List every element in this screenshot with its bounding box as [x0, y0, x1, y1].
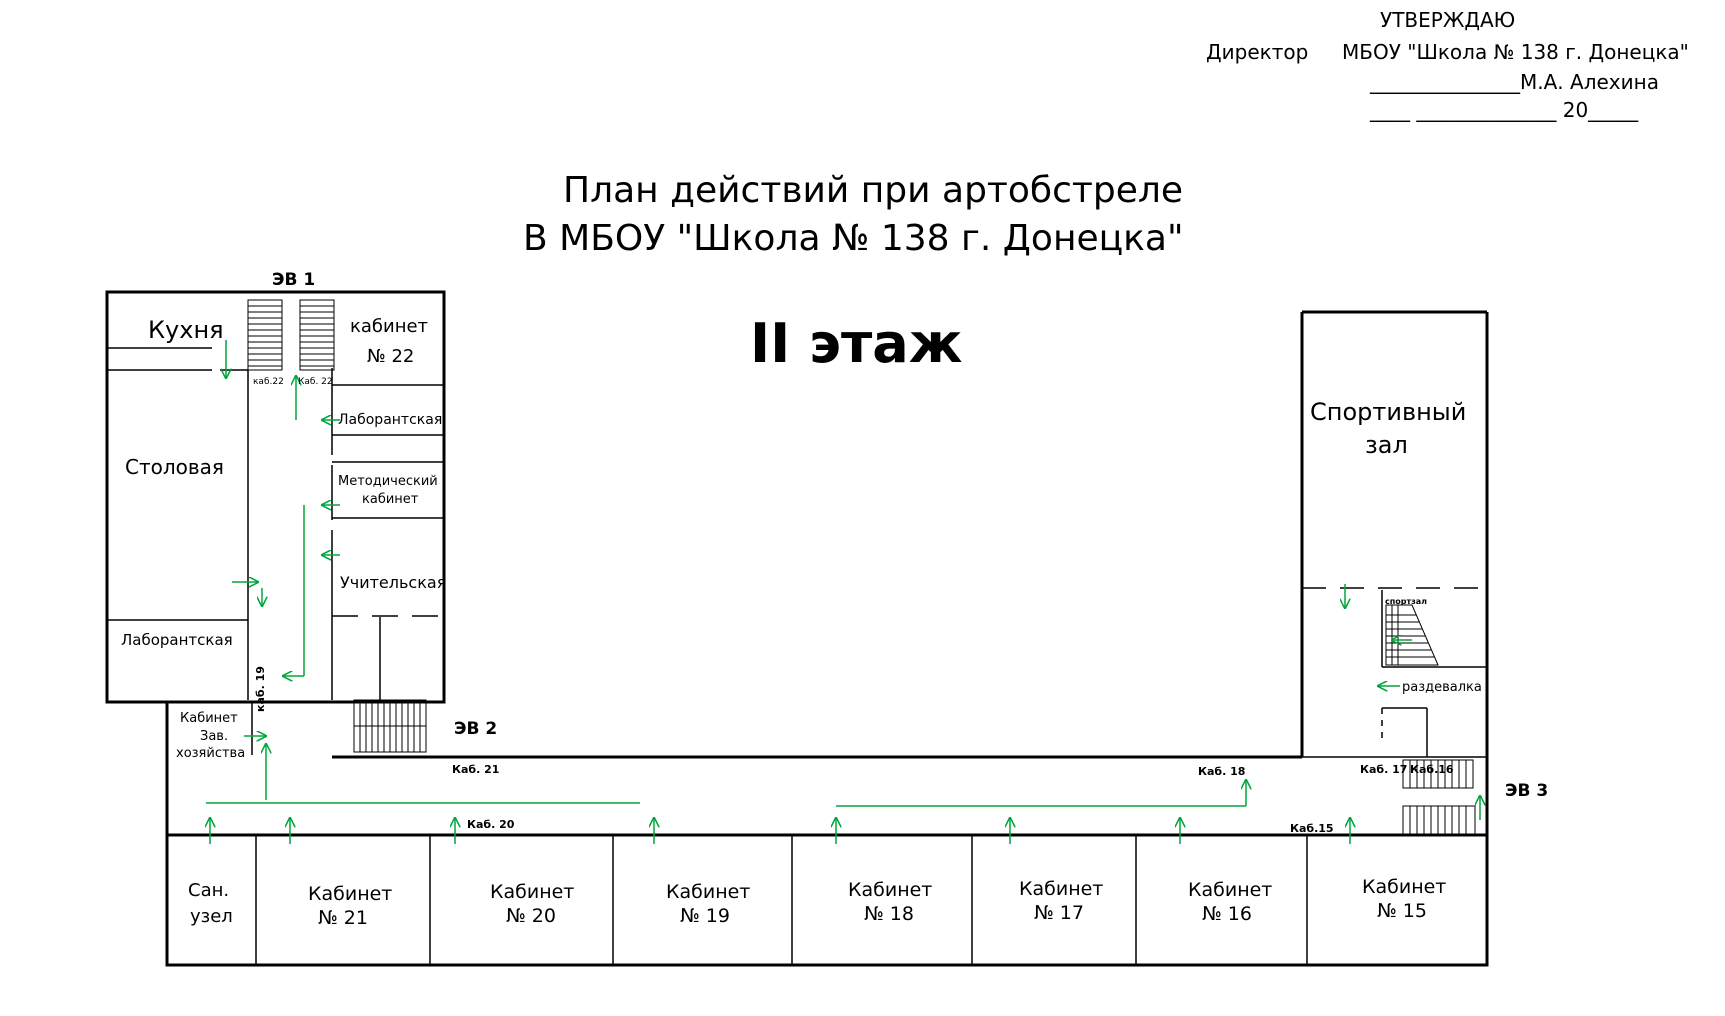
kab17-label: Каб. 17 [1360, 763, 1407, 776]
zav-label-c: хозяйства [176, 746, 245, 761]
wc-label-a: Сан. [188, 880, 229, 901]
stair-steps-ev1-left [248, 305, 282, 367]
room18-label-b: № 18 [864, 903, 914, 925]
zav-label-a: Кабинет [180, 711, 238, 726]
stair-steps-gym [1386, 605, 1434, 665]
approval-heading: УТВЕРЖДАЮ [1380, 8, 1516, 32]
locker-label: раздевалка [1402, 680, 1482, 695]
method-label-b: кабинет [362, 492, 419, 507]
evacuation-routes [206, 340, 1480, 844]
kitchen-label: Кухня [148, 316, 224, 344]
kab18-label: Каб. 18 [1198, 765, 1245, 778]
cabinet22-label-a: кабинет [350, 316, 428, 337]
room15-label-b: № 15 [1377, 900, 1427, 922]
stair-steps-ev1-right [300, 305, 334, 367]
gym-label-b: зал [1365, 431, 1408, 459]
lab-left-label: Лаборантская [121, 631, 233, 649]
room20-label-a: Кабинет [490, 881, 574, 903]
approval-date-line: ____ ______________ 20_____ [1370, 98, 1639, 122]
plan-title-line2: В МБОУ "Школа № 138 г. Донецка" [523, 218, 1184, 259]
teachers-label: Учительская [340, 573, 446, 592]
room17-label-b: № 17 [1034, 902, 1084, 924]
cabinet22-label-b: № 22 [367, 346, 414, 367]
room20-label-b: № 20 [506, 905, 556, 927]
gym-small-label: спортзал [1385, 597, 1427, 606]
room21-label-a: Кабинет [308, 883, 392, 905]
approval-organization: МБОУ "Школа № 138 г. Донецка" [1342, 40, 1689, 64]
exit-ev1-label: ЭВ 1 [272, 270, 315, 290]
kab19-label: каб. 19 [254, 666, 267, 712]
room17-label-a: Кабинет [1019, 878, 1103, 900]
door-labels: каб.22 Каб. 22 каб. 19 Каб. 21 Каб. 20 К… [253, 377, 1454, 835]
room19-label-a: Кабинет [666, 881, 750, 903]
floor-label: II этаж [750, 312, 963, 375]
exit-ev3-label: ЭВ 3 [1505, 781, 1548, 801]
stairs [247, 299, 1476, 835]
wc-label-b: узел [190, 906, 233, 927]
zav-label-b: Зав. [200, 729, 228, 744]
room-labels: Кухня кабинет № 22 Лаборантская Столовая… [121, 316, 1482, 929]
approval-signature-line: _______________М.А. Алехина [1370, 70, 1659, 94]
room18-label-a: Кабинет [848, 879, 932, 901]
gym-label-a: Спортивный [1310, 398, 1466, 426]
kab20-label: Каб. 20 [467, 818, 515, 831]
kab22-left-label: каб.22 [253, 377, 284, 387]
exit-ev2-label: ЭВ 2 [454, 719, 497, 739]
room19-label-b: № 19 [680, 905, 730, 927]
stair-steps-ev2 [359, 700, 421, 752]
approval-position: Директор [1206, 40, 1309, 64]
room21-label-b: № 21 [318, 907, 368, 929]
lab-top-label: Лаборантская [338, 412, 442, 428]
kab22-right-label: Каб. 22 [298, 377, 333, 387]
kab15-label: Каб.15 [1290, 822, 1334, 835]
stair-steps-ev3 [1409, 760, 1467, 834]
walls [105, 290, 1489, 967]
room16-label-a: Кабинет [1188, 879, 1272, 901]
exit-labels: ЭВ 1 ЭВ 2 ЭВ 3 [272, 270, 1548, 801]
canteen-label: Столовая [125, 455, 224, 479]
method-label-a: Методический [338, 474, 438, 489]
kab21-label: Каб. 21 [452, 763, 499, 776]
kab16-label: Каб.16 [1410, 763, 1454, 776]
room16-label-b: № 16 [1202, 903, 1252, 925]
plan-title-line1: План действий при артобстреле [563, 170, 1184, 211]
room15-label-a: Кабинет [1362, 876, 1446, 898]
